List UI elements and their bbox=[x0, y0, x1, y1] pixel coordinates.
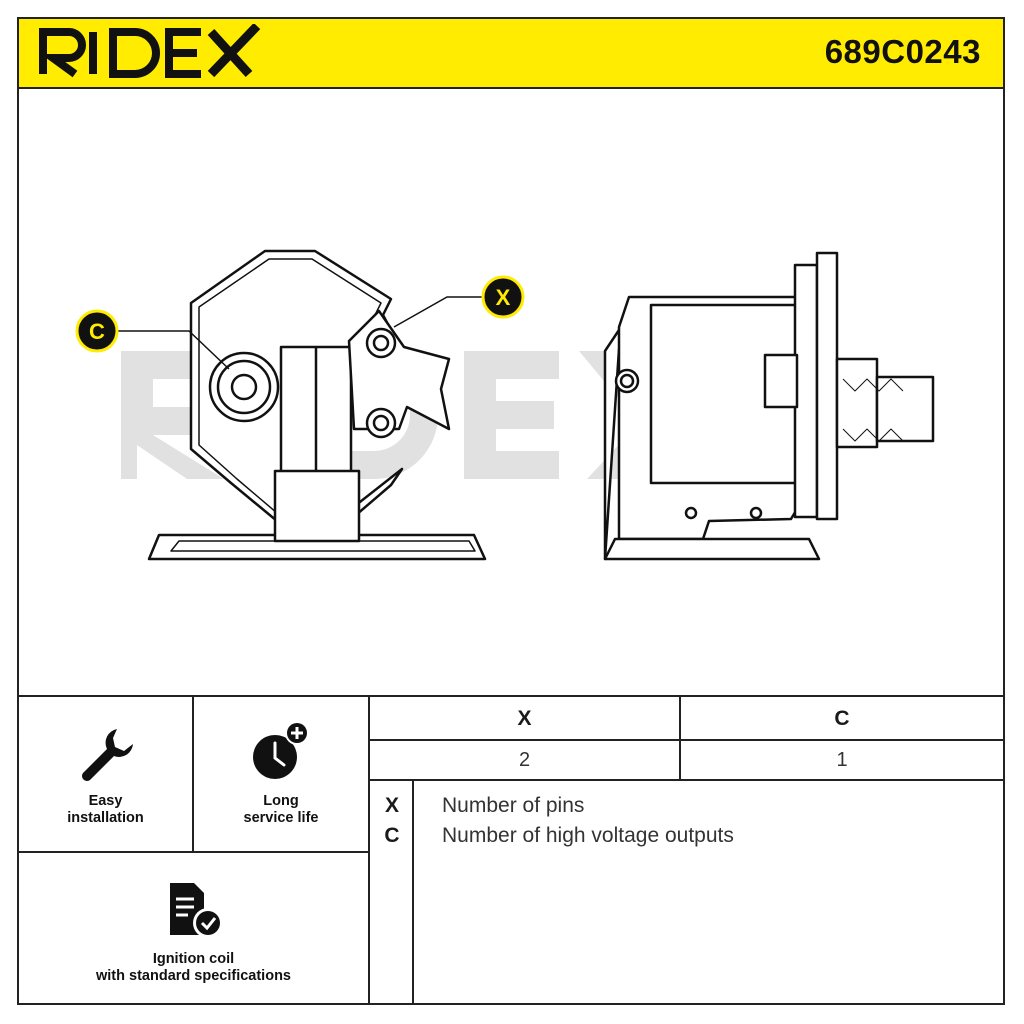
specs-section: Easy installation Long service life bbox=[19, 695, 1003, 1003]
wrench-icon bbox=[81, 729, 133, 781]
legend-key-column bbox=[370, 781, 414, 1003]
product-sheet: 689C0243 bbox=[17, 17, 1005, 1005]
callout-c-marker: C bbox=[75, 309, 119, 353]
feature-line1: Easy bbox=[88, 793, 123, 809]
feature-line2: installation bbox=[67, 810, 144, 826]
callout-x-marker: X bbox=[481, 275, 525, 319]
legend-description: Number of pins bbox=[442, 794, 585, 817]
coil-side-view bbox=[603, 251, 935, 561]
callout-x-label: X bbox=[496, 285, 511, 310]
legend-description: Number of high voltage outputs bbox=[442, 824, 734, 847]
header-bar: 689C0243 bbox=[19, 19, 1003, 89]
technical-drawing: C X bbox=[75, 249, 935, 561]
legend: X Number of pins C Number of high voltag… bbox=[370, 781, 1003, 1003]
document-check-icon bbox=[169, 883, 223, 938]
spec-table: X C 2 1 X Number of pins C Number of hig… bbox=[370, 697, 1003, 1003]
feature-line1: Ignition coil bbox=[152, 951, 235, 967]
feature-long-service-life: Long service life bbox=[194, 697, 370, 853]
feature-line2: service life bbox=[243, 810, 319, 826]
legend-key: C bbox=[384, 824, 400, 847]
feature-standard-specifications: Ignition coil with standard specificatio… bbox=[19, 853, 370, 1003]
coil-front-view bbox=[147, 249, 487, 561]
spec-header-c: C bbox=[681, 697, 1003, 741]
clock-plus-icon bbox=[253, 721, 309, 779]
feature-line2: with standard specifications bbox=[96, 968, 291, 984]
feature-easy-installation: Easy installation bbox=[19, 697, 194, 853]
ridex-logo bbox=[39, 24, 261, 78]
spec-value-c: 1 bbox=[681, 741, 1003, 781]
spec-header-x: X bbox=[370, 697, 681, 741]
legend-key: X bbox=[384, 794, 399, 817]
feature-line1: Long bbox=[263, 793, 299, 809]
spec-value-x: 2 bbox=[370, 741, 681, 781]
callout-c-label: C bbox=[89, 319, 105, 344]
part-number: 689C0243 bbox=[824, 33, 981, 70]
